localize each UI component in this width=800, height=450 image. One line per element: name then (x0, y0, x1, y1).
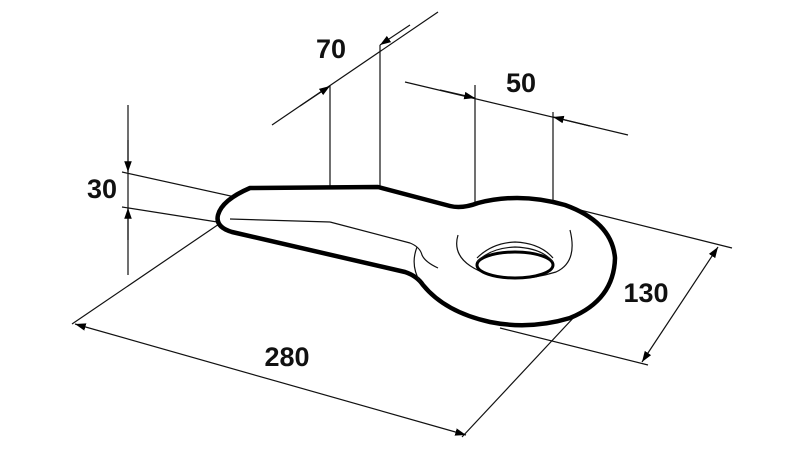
dimension-lines (74, 11, 719, 436)
dimension-label-70: 70 (316, 34, 346, 64)
dimension-label-130: 130 (623, 278, 668, 308)
dimension-label-280: 280 (264, 342, 309, 372)
dimension-label-50: 50 (506, 68, 536, 98)
dimension-label-30: 30 (87, 174, 117, 204)
part-outline (215, 184, 618, 328)
